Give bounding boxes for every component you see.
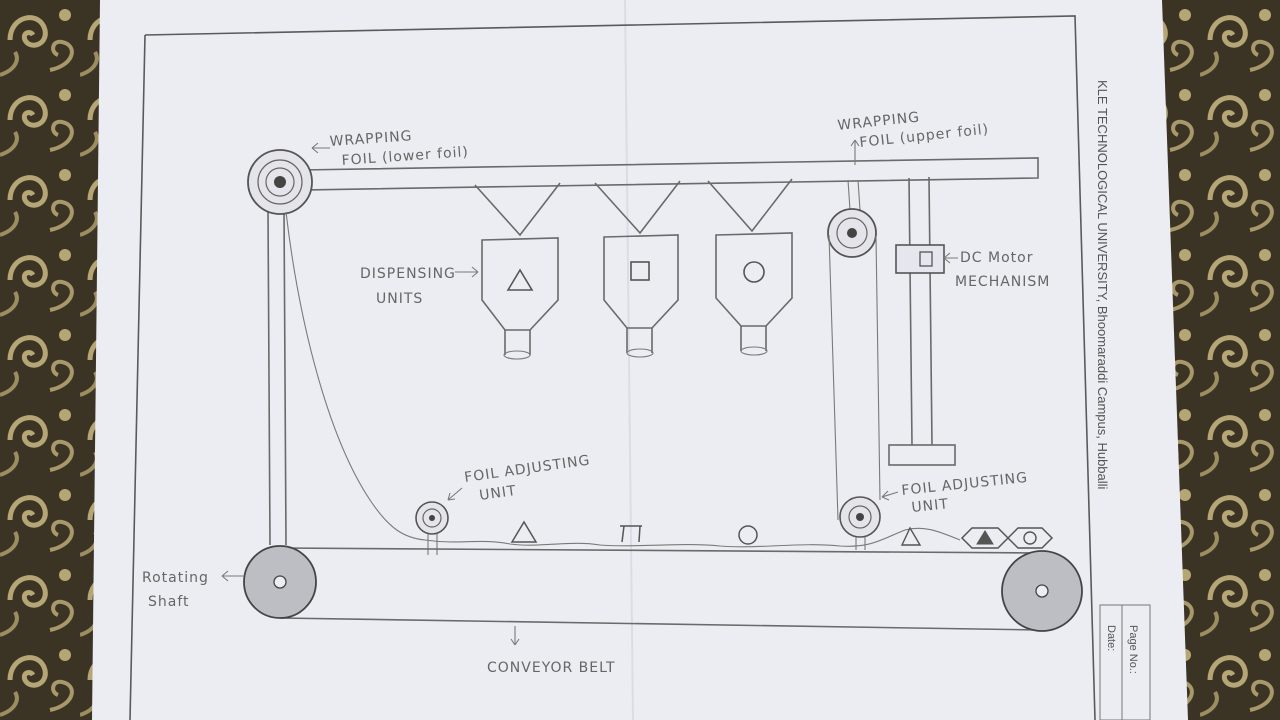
lower-foil-roll [248, 150, 312, 214]
rotating-shaft-left [244, 546, 316, 618]
rotating-shaft-label-line2: Shaft [148, 594, 190, 610]
upper-foil-roll [828, 209, 876, 257]
conveyor-belt-label: CONVEYOR BELT [487, 660, 616, 676]
dispensing-label-line1: DISPENSING [360, 266, 456, 282]
dc-motor-block [896, 245, 944, 273]
date-label: Date: [1105, 625, 1117, 651]
dispensing-label-line2: UNITS [376, 291, 423, 307]
rotating-shaft-label-line1: Rotating [142, 570, 209, 586]
institution-header: KLE TECHNOLOGICAL UNIVERSITY, Bhoomaradd… [1095, 80, 1110, 490]
page-no-label: Page No.: [1127, 625, 1139, 674]
rotating-shaft-right [1002, 551, 1082, 631]
dc-motor-label-line1: DC Motor [960, 250, 1033, 266]
dc-motor-label-line2: MECHANISM [955, 274, 1050, 290]
